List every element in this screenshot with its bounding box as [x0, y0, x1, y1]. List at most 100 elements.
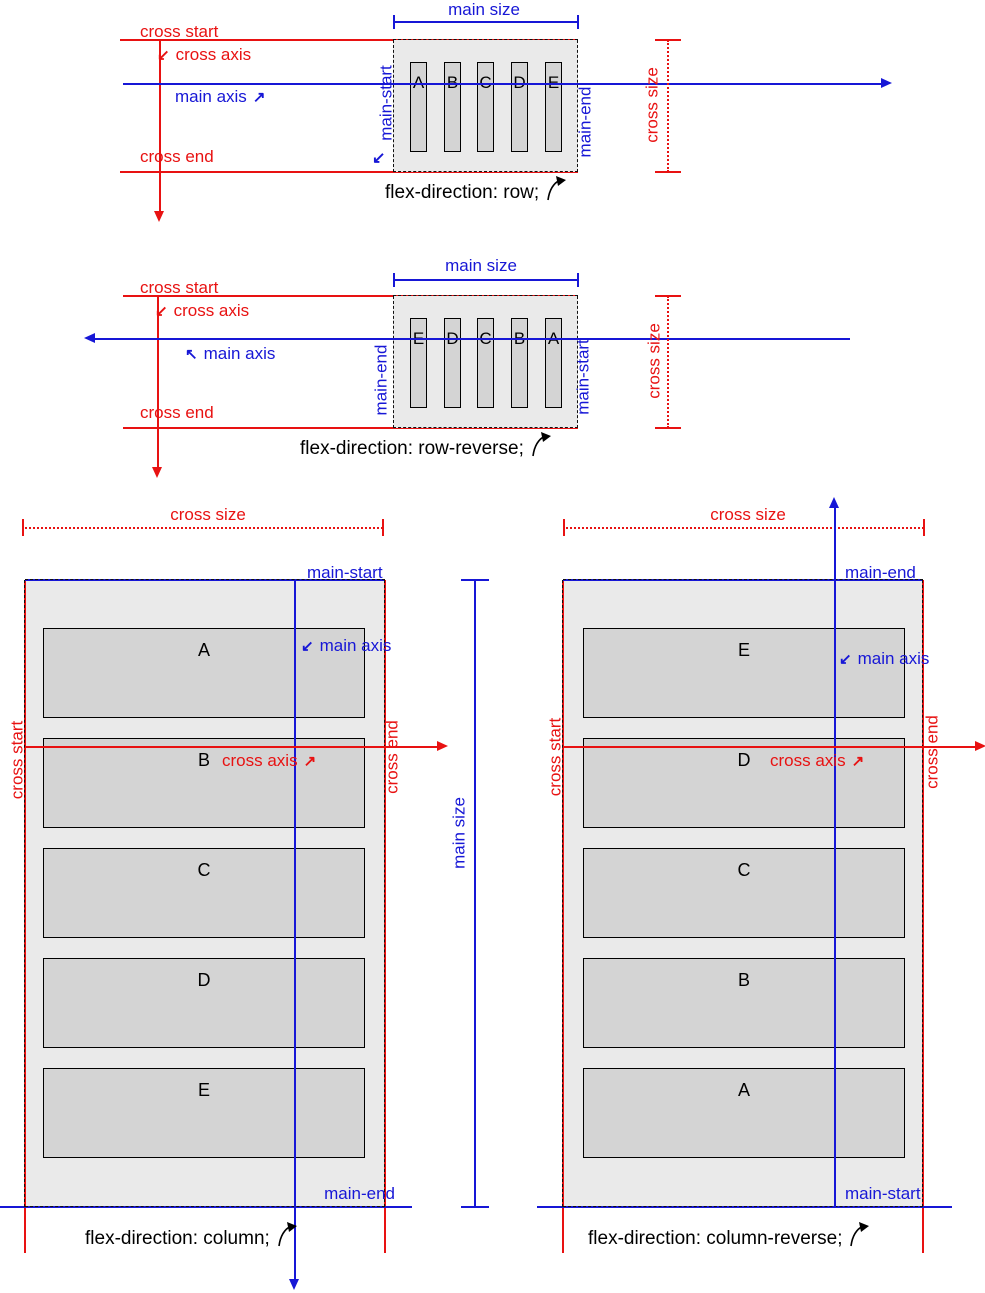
flex-item: B	[583, 958, 905, 1048]
cross-axis-label-text: cross axis	[222, 751, 298, 770]
cross-axis-label-text: cross axis	[175, 45, 252, 64]
main-start-label: main-start	[845, 1184, 921, 1203]
main-start-label: main-start	[376, 65, 396, 141]
main-axis-line	[95, 338, 850, 340]
cross-axis-label: cross axis ↗	[222, 751, 316, 771]
main-size-tick-left	[393, 15, 395, 29]
column-caption: flex-direction: column;	[85, 1222, 298, 1250]
flex-item: C	[477, 62, 494, 152]
cross-axis-label: cross axis ↗	[770, 751, 864, 771]
main-start-label: main-start	[573, 339, 593, 415]
flex-item: E	[545, 62, 562, 152]
cross-end-label: cross end	[922, 715, 942, 789]
cross-size-tick-right	[923, 519, 925, 536]
main-axis-label: ↙ main axis	[839, 649, 929, 669]
main-size-measure-line	[474, 580, 476, 1207]
cross-size-measure-line	[667, 296, 669, 428]
cross-end-line	[120, 171, 578, 173]
cross-axis-arrowhead-icon	[154, 211, 164, 222]
main-size-label: main size	[449, 797, 469, 869]
flex-item: C	[43, 848, 365, 938]
cross-axis-label-text: cross axis	[173, 301, 250, 320]
main-axis-label-text: main axis	[319, 636, 392, 655]
row-caption: flex-direction: row;	[385, 176, 567, 204]
cross-end-line	[123, 427, 578, 429]
rotate-arrow-icon	[850, 1222, 870, 1247]
rotate-arrow-icon	[278, 1222, 297, 1247]
cross-size-cap-top	[655, 295, 681, 297]
cross-size-label: cross size	[642, 67, 662, 143]
main-end-label: main-end	[371, 344, 391, 416]
main-axis-label: ↖ main axis	[185, 344, 275, 364]
row-reverse-caption-text: flex-direction: row-reverse;	[300, 438, 524, 459]
main-end-label: main-end	[845, 563, 916, 582]
main-axis-arrowhead-icon	[829, 497, 839, 508]
main-size-tick-left	[393, 273, 395, 287]
cross-axis-label-text: cross axis	[770, 751, 846, 770]
cross-axis-line	[563, 746, 975, 748]
cross-end-label: cross end	[140, 147, 214, 166]
cross-axis-arrowhead-icon	[437, 741, 448, 751]
container-border-right	[577, 40, 578, 172]
container-border-bottom	[563, 1206, 923, 1207]
cross-axis-dir-arrow-icon: ↗	[851, 753, 865, 770]
main-size-measure-line	[393, 279, 578, 281]
main-axis-dir-arrow-icon: ↗	[252, 89, 266, 106]
flex-item: A	[583, 1068, 905, 1158]
main-size-tick-right	[577, 273, 579, 287]
flex-item: E	[410, 318, 427, 408]
main-size-label: main size	[448, 0, 520, 19]
flex-item: D	[583, 738, 905, 828]
container-border-top	[393, 39, 578, 40]
main-size-cap-top	[461, 579, 489, 581]
flex-item: C	[477, 318, 494, 408]
flex-item: A	[410, 62, 427, 152]
cross-size-cap-bottom	[655, 171, 681, 173]
main-axis-label: ↙ main axis	[301, 636, 391, 656]
main-axis-dir-arrow-icon: ↙	[839, 651, 852, 668]
cross-axis-arrowhead-icon	[152, 467, 162, 478]
main-size-measure-line	[393, 21, 578, 23]
flex-item: B	[444, 62, 461, 152]
cross-size-label: cross size	[170, 505, 246, 524]
flex-item: D	[43, 958, 365, 1048]
cross-size-measure-line	[667, 40, 669, 172]
cross-axis-dir-arrow-icon: ↙	[155, 303, 168, 320]
container-border-top	[393, 295, 578, 296]
container-border-bottom	[393, 427, 578, 428]
cross-size-label: cross size	[644, 323, 664, 399]
container-border-left	[562, 580, 563, 1207]
container-border-left	[393, 40, 394, 172]
main-axis-label-text: main axis	[175, 87, 247, 106]
container-border-bottom	[393, 171, 578, 172]
flex-item: A	[43, 628, 365, 718]
cross-start-label: cross start	[140, 278, 219, 297]
cross-axis-line	[25, 746, 437, 748]
cross-start-line	[120, 39, 578, 41]
flex-item: B	[511, 318, 528, 408]
cross-size-tick-left	[563, 519, 565, 536]
main-axis-arrowhead-icon	[289, 1279, 299, 1290]
cross-axis-dir-arrow-icon: ↙	[157, 47, 170, 64]
main-axis-arrowhead-icon	[881, 78, 892, 88]
cross-start-label: cross start	[545, 717, 565, 797]
main-size-cap-bottom	[461, 1206, 489, 1208]
main-axis-arrowhead-icon	[84, 333, 95, 343]
cross-axis-line	[157, 295, 159, 467]
cross-axis-arrowhead-icon	[975, 741, 985, 751]
cross-size-cap-top	[655, 39, 681, 41]
main-axis-line	[834, 508, 836, 1207]
flex-item: B	[43, 738, 365, 828]
cross-size-tick-right	[382, 519, 384, 536]
rotate-arrow-icon	[547, 176, 567, 201]
container-border-right	[384, 580, 385, 1207]
flex-item: A	[545, 318, 562, 408]
cross-start-line	[123, 295, 578, 297]
cross-end-label: cross end	[382, 720, 402, 794]
main-axis-label-text: main axis	[203, 344, 276, 363]
main-start-label: main-start	[307, 563, 383, 582]
container-border-left	[24, 580, 25, 1207]
main-axis-dir-arrow-icon: ↙	[301, 638, 314, 655]
main-axis-line	[294, 580, 296, 1280]
